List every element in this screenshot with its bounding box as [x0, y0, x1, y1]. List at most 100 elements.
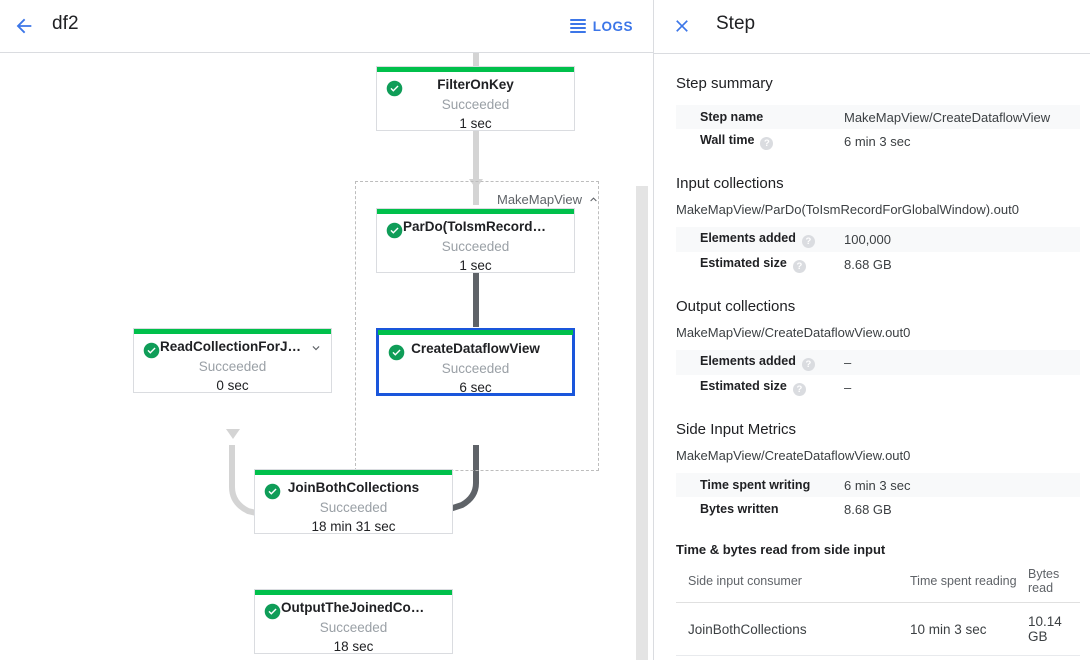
- back-button[interactable]: [8, 10, 40, 42]
- list-lines-icon: [569, 19, 586, 33]
- job-title: df2: [52, 13, 79, 34]
- row-key: Wall time?: [676, 129, 844, 154]
- section-side-input-metrics: Side Input Metrics MakeMapView/CreateDat…: [654, 400, 1090, 521]
- chevron-up-icon[interactable]: [587, 193, 600, 206]
- row-key: Bytes written: [700, 502, 779, 516]
- column-header-time-spent-reading[interactable]: Time spent reading: [910, 563, 1028, 603]
- node-status: Succeeded: [441, 97, 510, 112]
- table-row[interactable]: JoinBothCollections 10 min 3 sec 10.14 G…: [676, 602, 1080, 656]
- side-input-metrics-table: Time spent writing 6 min 3 sec Bytes wri…: [676, 473, 1080, 521]
- graph-node-pardo-toismrecordfor[interactable]: ParDo(ToIsmRecordFor… Succeeded 1 sec: [376, 208, 575, 273]
- group-label-text: MakeMapView: [497, 192, 583, 207]
- close-icon: [676, 20, 688, 32]
- help-icon[interactable]: ?: [801, 235, 815, 248]
- help-icon[interactable]: ?: [760, 137, 774, 150]
- column-header-bytes-read[interactable]: Bytes read: [1028, 563, 1080, 603]
- check-circle-icon: [388, 344, 405, 361]
- node-status-bar: [377, 67, 574, 72]
- output-collections-heading: Output collections: [676, 298, 796, 315]
- output-collections-path: MakeMapView/CreateDataflowView.out0: [676, 325, 911, 340]
- step-summary-table: Step name MakeMapView/CreateDataflowView…: [676, 105, 1080, 154]
- node-status: Succeeded: [441, 239, 510, 254]
- node-title: CreateDataflowView: [411, 341, 540, 356]
- table-row: Time spent writing 6 min 3 sec: [676, 473, 1080, 497]
- side-input-metrics-path: MakeMapView/CreateDataflowView.out0: [676, 448, 911, 463]
- table-row: Elements added? 100,000: [676, 227, 1080, 252]
- input-collections-path: MakeMapView/ParDo(ToIsmRecordForGlobalWi…: [676, 202, 1019, 217]
- section-input-collections: Input collections MakeMapView/ParDo(ToIs…: [654, 154, 1090, 277]
- node-time: 1 sec: [459, 116, 492, 131]
- graph-node-create-dataflow-view[interactable]: CreateDataflowView Succeeded 6 sec: [376, 328, 575, 396]
- check-circle-icon: [386, 222, 403, 239]
- row-key: Elements added?: [676, 350, 844, 375]
- section-output-collections: Output collections MakeMapView/CreateDat…: [654, 277, 1090, 400]
- node-time: 18 sec: [333, 639, 374, 654]
- node-status-bar: [134, 329, 331, 334]
- column-header-side-input-consumer[interactable]: Side input consumer: [676, 563, 910, 603]
- logs-button[interactable]: LOGS: [569, 12, 633, 40]
- table-row: Elements added? –: [676, 350, 1080, 375]
- graph-node-read-collection-for-join[interactable]: ReadCollectionForJoin Succeeded 0 sec: [133, 328, 332, 393]
- node-status: Succeeded: [198, 359, 267, 374]
- group-makemapview-label[interactable]: MakeMapView: [497, 192, 600, 207]
- node-time: 1 sec: [459, 258, 492, 273]
- step-details-pane: Step Step summary Step name MakeMapView/…: [654, 0, 1090, 660]
- row-value: 8.68 GB: [844, 257, 892, 272]
- arrow-left-icon: [16, 18, 32, 34]
- chevron-down-icon[interactable]: [309, 341, 323, 355]
- table-body: JoinBothCollections 10 min 3 sec 10.14 G…: [676, 602, 1080, 656]
- row-key-label: Wall time: [700, 133, 755, 147]
- table-head: Side input consumer Time spent reading B…: [676, 563, 1080, 603]
- graph-scrollbar-thumb[interactable]: [636, 186, 648, 660]
- row-key-label: Estimated size: [700, 379, 787, 393]
- node-status-bar: [255, 590, 452, 595]
- row-value: –: [844, 380, 852, 395]
- section-side-input-read: Time & bytes read from side input Side i…: [654, 521, 1090, 656]
- group-makemapview[interactable]: [355, 181, 599, 471]
- graph-node-filter-on-key[interactable]: FilterOnKey Succeeded 1 sec: [376, 66, 575, 131]
- node-title: JoinBothCollections: [287, 480, 420, 495]
- graph-canvas[interactable]: MakeMapView FilterOnKey Succeeded 1 sec: [0, 53, 653, 660]
- row-value: 6 min 3 sec: [844, 477, 911, 493]
- node-status-bar: [378, 330, 573, 335]
- top-bar: df2 LOGS: [0, 0, 653, 53]
- row-key: Estimated size?: [676, 375, 844, 400]
- help-icon[interactable]: ?: [792, 260, 806, 273]
- edge-cdv-joinboth: [412, 445, 479, 524]
- row-value: MakeMapView/CreateDataflowView: [844, 109, 1051, 125]
- logs-button-label: LOGS: [592, 18, 633, 34]
- row-key-label: Elements added: [700, 354, 796, 368]
- row-key: Elements added?: [676, 227, 844, 252]
- check-circle-icon: [264, 483, 281, 500]
- table-row: Wall time? 6 min 3 sec: [676, 129, 1080, 154]
- close-button[interactable]: [667, 11, 697, 41]
- section-step-summary: Step summary Step name MakeMapView/Creat…: [654, 54, 1090, 154]
- node-status-bar: [377, 209, 574, 214]
- graph-node-output-the-joined-collection[interactable]: OutputTheJoinedCollec… Succeeded 18 sec: [254, 589, 453, 654]
- check-circle-icon: [264, 603, 281, 620]
- graph-scrollbar-track[interactable]: [636, 53, 651, 660]
- table-row: Estimated size? 8.68 GB: [676, 252, 1080, 277]
- node-time: 0 sec: [216, 378, 249, 393]
- check-circle-icon: [143, 342, 160, 359]
- input-collections-heading: Input collections: [676, 175, 784, 192]
- graph-node-join-both-collections[interactable]: JoinBothCollections Succeeded 18 min 31 …: [254, 469, 453, 534]
- help-icon[interactable]: ?: [792, 383, 806, 396]
- node-status: Succeeded: [319, 500, 388, 515]
- row-key: Step name: [700, 110, 764, 124]
- node-time: 6 sec: [459, 380, 492, 395]
- row-key-label: Elements added: [700, 231, 796, 245]
- help-icon[interactable]: ?: [801, 358, 815, 371]
- cell-side-input-consumer: JoinBothCollections: [676, 602, 910, 656]
- edge-arrow-readcollection: [226, 429, 240, 439]
- step-panel-header: Step: [654, 0, 1090, 54]
- node-title: OutputTheJoinedCollec…: [281, 600, 447, 615]
- cell-time-spent-reading: 10 min 3 sec: [910, 602, 1028, 656]
- node-status-bar: [255, 470, 452, 475]
- step-panel-body[interactable]: Step summary Step name MakeMapView/Creat…: [654, 54, 1090, 660]
- step-summary-heading: Step summary: [676, 75, 773, 92]
- node-status: Succeeded: [319, 620, 388, 635]
- job-graph-pane: df2 LOGS: [0, 0, 653, 660]
- row-value: 100,000: [844, 232, 891, 247]
